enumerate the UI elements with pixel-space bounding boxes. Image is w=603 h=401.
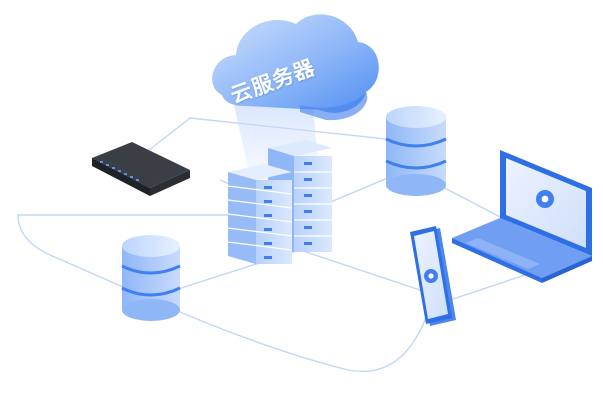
server-tower-left xyxy=(227,164,293,264)
laptop-icon xyxy=(452,150,592,283)
database-icon xyxy=(121,235,181,321)
database-icon xyxy=(385,106,447,196)
server-rack-icon xyxy=(227,140,332,264)
cloud-icon xyxy=(212,14,379,121)
network-switch-icon xyxy=(92,142,190,196)
connection-line xyxy=(17,214,433,373)
mobile-phone-icon xyxy=(410,226,456,326)
connection-line xyxy=(129,117,396,166)
